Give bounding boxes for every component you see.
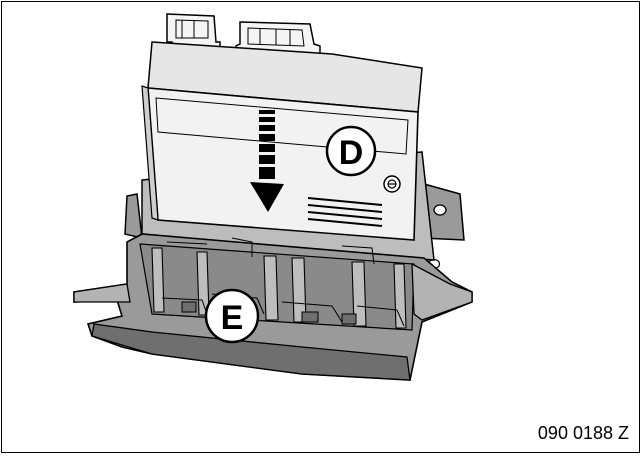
callout-holder-label: E — [221, 299, 244, 337]
control-module — [141, 13, 423, 241]
callout-module: D — [325, 125, 377, 177]
module-vent-lines — [307, 197, 383, 227]
screw-icon — [383, 175, 401, 193]
figure-code: 090 0188 Z — [537, 423, 629, 443]
callout-holder: E — [204, 288, 260, 344]
down-arrow-icon — [250, 110, 284, 212]
callout-module-label: D — [339, 134, 364, 172]
